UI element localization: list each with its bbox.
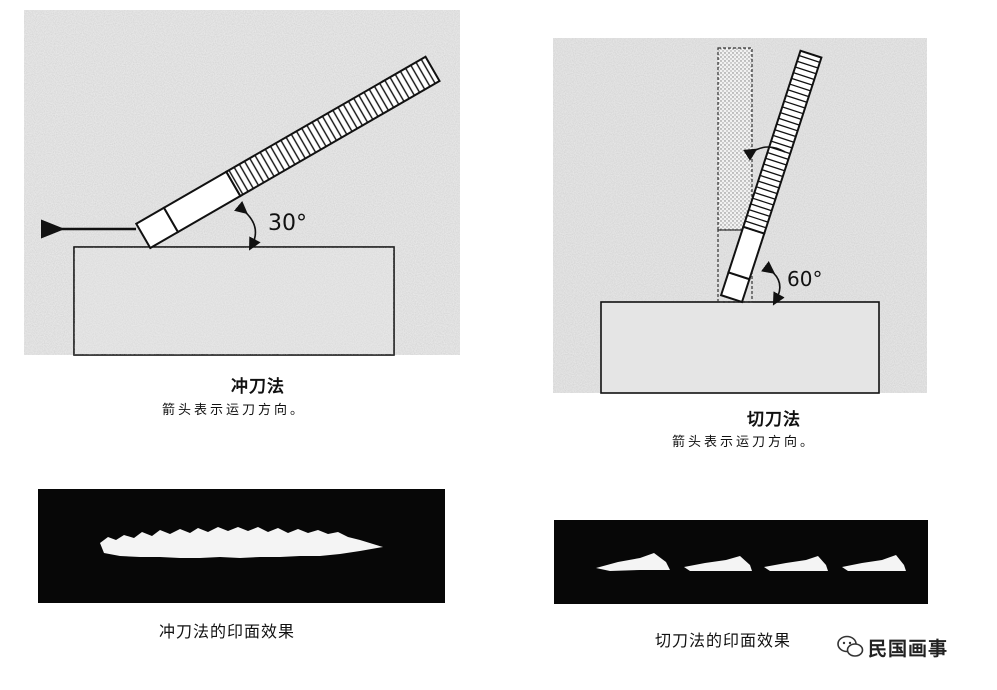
left-result-caption: 冲刀法的印面效果: [159, 622, 296, 641]
right-arrow-caption: 箭头表示运刀方向。: [672, 435, 817, 450]
left-angle-arc: [233, 200, 261, 251]
right-rotation-arrow: [743, 146, 786, 161]
right-impression-mark-2: [684, 556, 752, 571]
left-method-title: 冲刀法: [231, 377, 285, 397]
right-impression-mark-3: [764, 556, 828, 571]
right-carving-knife: [719, 49, 823, 304]
left-angle-label: 30°: [268, 211, 307, 236]
left-impression-result: [38, 489, 445, 603]
right-method-title: 切刀法: [747, 410, 801, 430]
left-diagram-panel: [24, 10, 460, 356]
right-impression-result: [554, 520, 928, 604]
right-seal-block: [600, 301, 880, 394]
right-vertical-reference-knife: [717, 47, 753, 303]
left-impression-mark: [100, 527, 383, 558]
right-angle-arc: [761, 261, 785, 306]
wechat-icon: [837, 635, 864, 657]
right-angle-label: 60°: [787, 267, 823, 291]
watermark-text: 民国画事: [868, 638, 949, 660]
right-diagram-panel: [553, 38, 927, 394]
right-impression-mark-4: [842, 555, 906, 571]
right-impression-mark-1: [596, 553, 670, 571]
left-carving-knife: [134, 55, 441, 250]
right-result-caption: 切刀法的印面效果: [655, 631, 792, 650]
left-arrow-caption: 箭头表示运刀方向。: [162, 403, 307, 418]
